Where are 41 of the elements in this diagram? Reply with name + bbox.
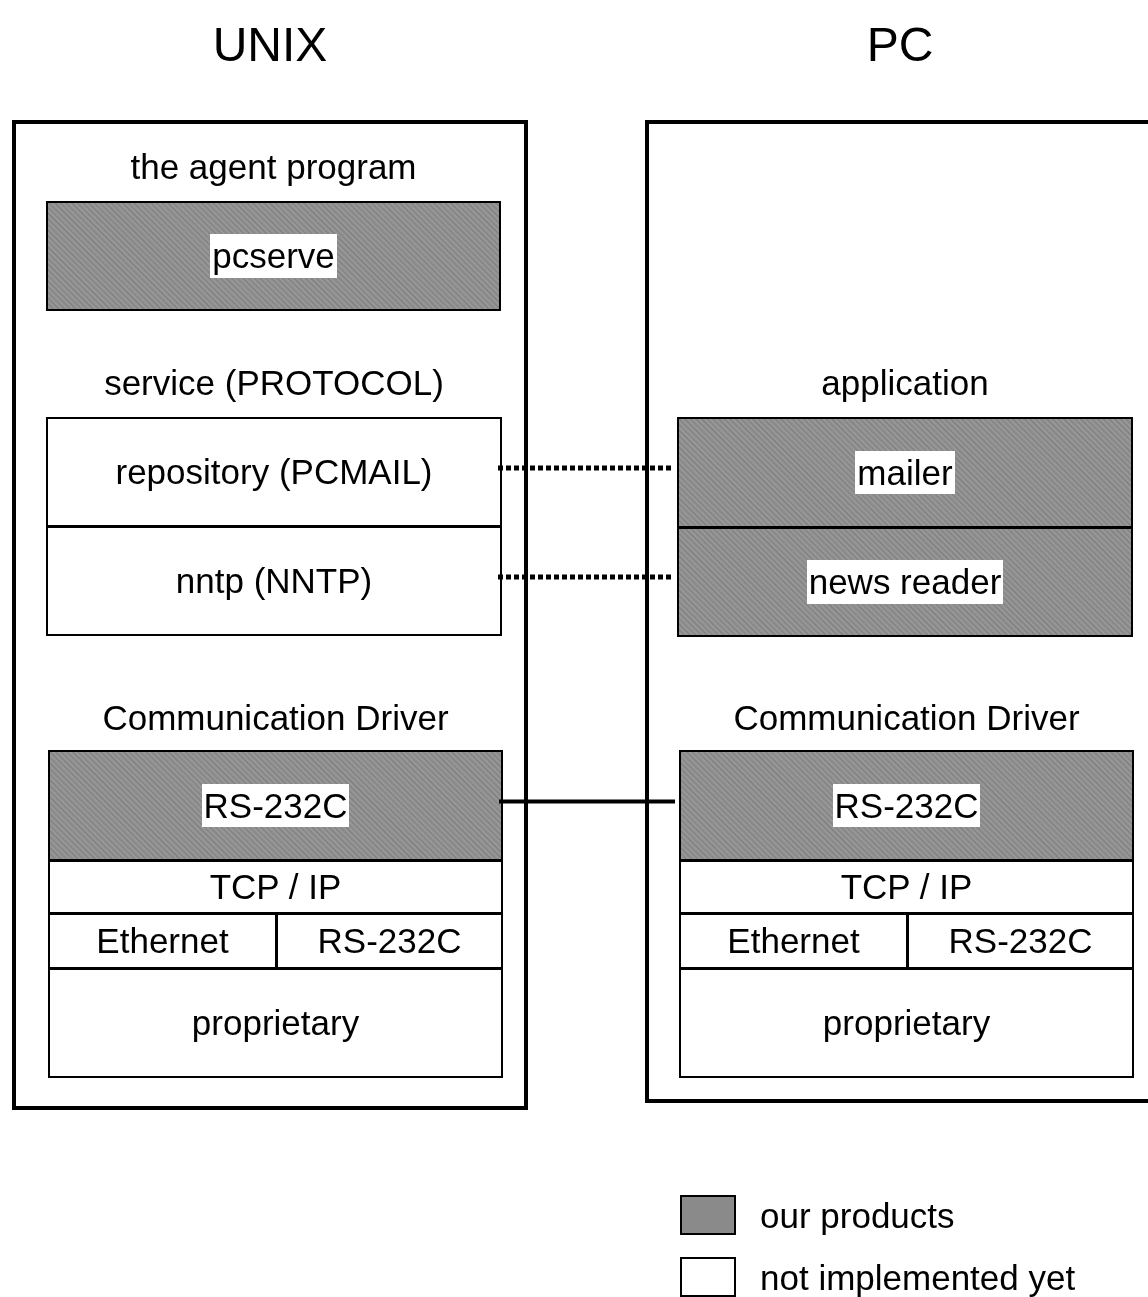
layer-label: Ethernet	[727, 920, 860, 963]
layer-box	[46, 417, 502, 527]
product-layer-box	[677, 417, 1133, 528]
product-layer-box	[677, 527, 1133, 637]
layer-box	[48, 860, 503, 914]
layer-box	[48, 968, 503, 1078]
layer-label: RS-232C	[201, 783, 350, 828]
layer-label: TCP / IP	[840, 866, 973, 909]
layer-box	[46, 526, 502, 636]
layer-box	[48, 913, 277, 969]
layer-label: Ethernet	[96, 920, 229, 963]
layer-label: pcserve	[210, 234, 337, 278]
connector-line	[499, 799, 675, 804]
product-layer-box	[48, 750, 503, 861]
layer-box	[679, 913, 908, 969]
layer-heading: application	[820, 362, 990, 404]
layer-label: RS-232C	[317, 920, 462, 963]
layer-heading: Communication Driver	[101, 697, 450, 739]
legend-label: our products	[760, 1197, 955, 1233]
layer-box	[907, 913, 1134, 969]
dotted-connector	[498, 465, 673, 471]
dotted-connector	[498, 574, 673, 580]
layer-label: nntp (NNTP)	[175, 560, 373, 603]
layer-label: news reader	[806, 560, 1004, 604]
layer-heading: the agent program	[129, 146, 418, 188]
system-title: PC	[865, 17, 935, 73]
layer-label: repository (PCMAIL)	[115, 451, 433, 494]
layer-label: RS-232C	[832, 783, 981, 828]
layer-box	[276, 913, 503, 969]
layer-label: proprietary	[191, 1002, 360, 1045]
layer-box	[679, 860, 1134, 914]
layer-label: RS-232C	[948, 920, 1093, 963]
layer-label: TCP / IP	[209, 866, 342, 909]
layer-label: proprietary	[822, 1002, 991, 1045]
system-title: UNIX	[211, 17, 329, 73]
legend-label: not implemented yet	[760, 1259, 1076, 1295]
layer-box	[679, 968, 1134, 1078]
product-layer-box	[679, 750, 1134, 861]
layer-heading: service (PROTOCOL)	[103, 362, 445, 404]
layer-heading: Communication Driver	[732, 697, 1081, 739]
layer-label: mailer	[855, 450, 955, 495]
